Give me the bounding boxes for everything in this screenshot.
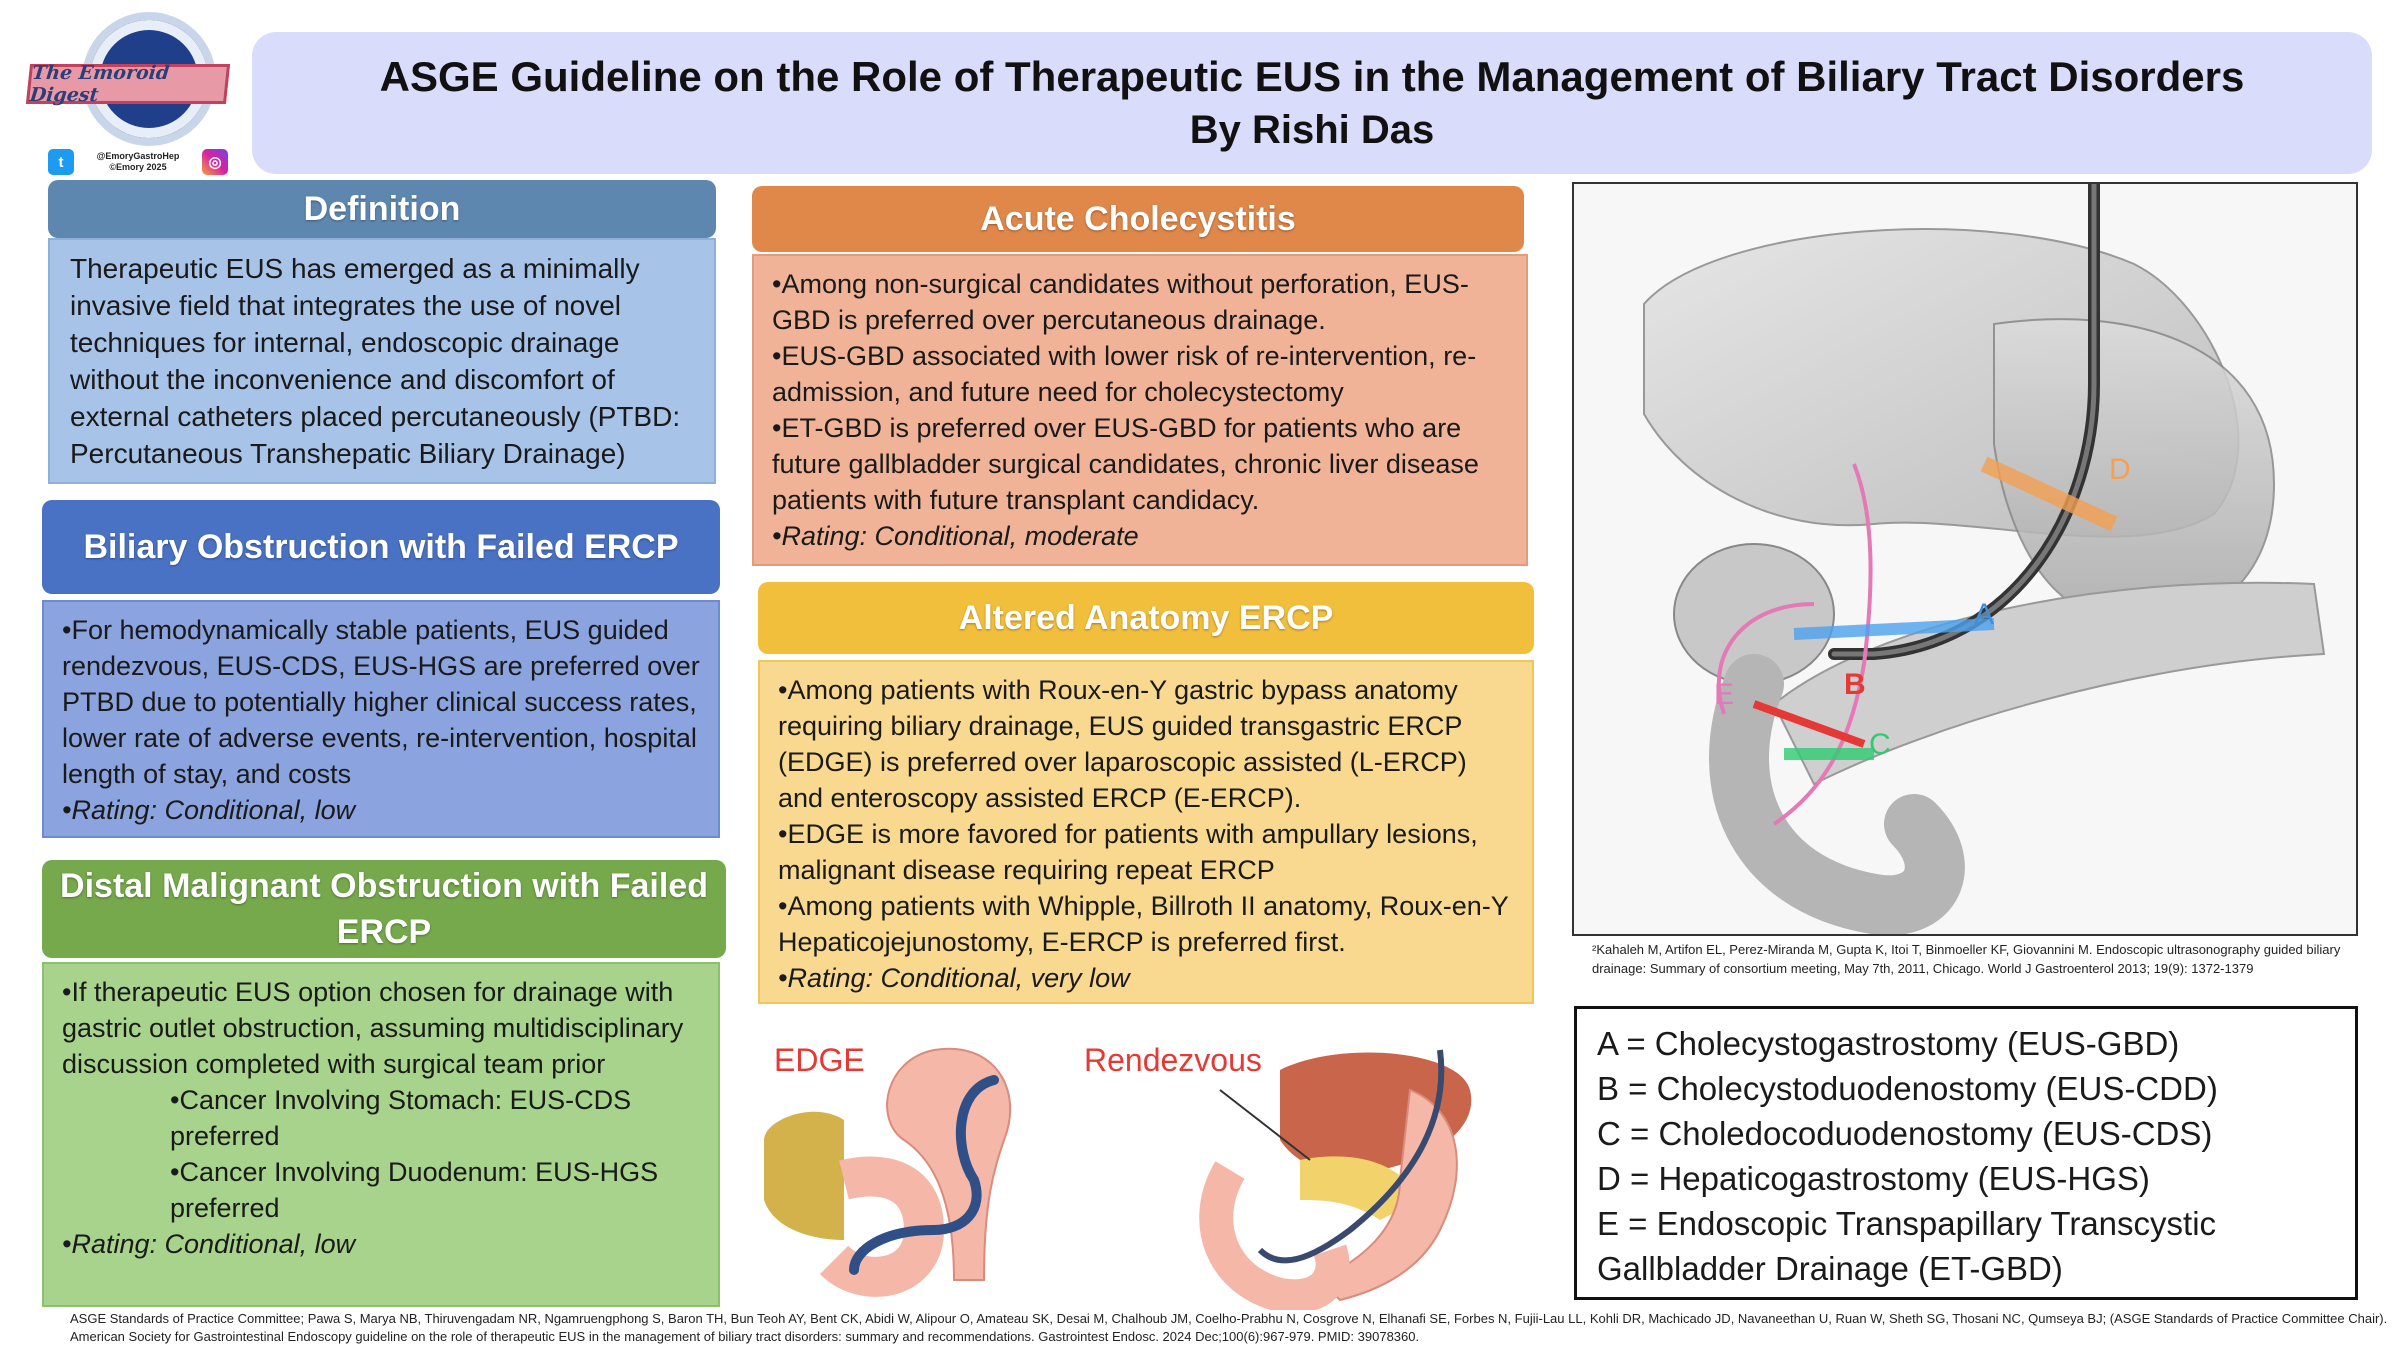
altered-rating: •Rating: Conditional, very low [778,963,1130,993]
acute-bullet-2: •EUS-GBD associated with lower risk of r… [772,341,1477,407]
rendezvous-duodenum [1199,1161,1350,1314]
distal-rating: •Rating: Conditional, low [62,1229,356,1259]
altered-anatomy-box: •Among patients with Roux-en-Y gastric b… [758,660,1534,1004]
label-c: C [1869,728,1891,761]
pancreas-shape [1772,581,2326,786]
rendezvous-figure: Rendezvous [1080,1030,1510,1314]
instagram-icon[interactable]: ◎ [202,149,228,175]
definition-box: Therapeutic EUS has emerged as a minimal… [48,238,716,484]
altered-bullet-2: •EDGE is more favored for patients with … [778,819,1478,885]
logo-social-row: t @EmoryGastroHep ©Emory 2025 ◎ [48,140,228,184]
poster-author: By Rishi Das [1189,108,1435,152]
edge-label: EDGE [774,1042,865,1078]
altered-anatomy-heading: Altered Anatomy ERCP [758,582,1534,654]
legend-item-a: A = Cholecystogastrostomy (EUS-GBD) [1597,1025,2180,1062]
label-a: A [1974,598,1994,631]
endoscope-inner [1831,181,2097,657]
biliary-obstruction-heading: Biliary Obstruction with Failed ERCP [42,500,720,594]
biliary-anatomy-figure: A B C D E [1572,178,2358,936]
edge-liver [764,1111,844,1240]
distal-sub-bullet-1: •Cancer Involving Stomach: EUS-CDS prefe… [170,1085,632,1151]
acute-bullet-3: •ET-GBD is preferred over EUS-GBD for pa… [772,413,1479,515]
label-b: B [1844,668,1866,701]
altered-bullet-1: •Among patients with Roux-en-Y gastric b… [778,675,1467,813]
stomach-shape [1993,318,2276,625]
acute-bullet-1: •Among non-surgical candidates without p… [772,269,1469,335]
legend-item-c: C = Choledocoduodenostomy (EUS-CDS) [1597,1115,2213,1152]
arrow-b [1752,700,1866,748]
rendezvous-scope [1257,1049,1445,1264]
twitter-icon[interactable]: t [48,149,74,175]
legend-item-e: E = Endoscopic Transpapillary Transcysti… [1597,1205,2217,1287]
emoroid-digest-logo: The Emoroid Digest t @EmoryGastroHep ©Em… [25,12,231,175]
label-d: D [2109,453,2131,486]
definition-text: Therapeutic EUS has emerged as a minimal… [70,253,681,469]
anatomy-illustration: A B C D E [1643,178,2326,936]
rendezvous-pancreas [1300,1156,1420,1220]
legend-item-d: D = Hepaticogastrostomy (EUS-HGS) [1597,1160,2150,1197]
acute-cholecystitis-heading: Acute Cholecystitis [752,186,1524,252]
title-banner: ASGE Guideline on the Role of Therapeuti… [252,32,2372,174]
label-e: E [1714,678,1734,711]
distal-sub-bullet-2: •Cancer Involving Duodenum: EUS-HGS pref… [170,1157,659,1223]
bile-duct-line [1772,463,1873,826]
biliary-obstruction-box: •For hemodynamically stable patients, EU… [42,600,720,838]
biliary-rating: •Rating: Conditional, low [62,795,356,825]
logo-handle-block: @EmoryGastroHep ©Emory 2025 [97,151,180,173]
edge-figure: EDGE [754,1030,1054,1300]
distal-malignant-box: •If therapeutic EUS option chosen for dr… [42,962,720,1307]
logo-handle: @EmoryGastroHep [96,151,180,161]
figure-citation: ²Kahaleh M, Artifon EL, Perez-Miranda M,… [1592,942,2341,976]
distal-bullet-1: •If therapeutic EUS option chosen for dr… [62,977,684,1079]
arrow-e [1716,602,1815,715]
procedure-legend: A = Cholecystogastrostomy (EUS-GBD) B = … [1574,1006,2358,1300]
edge-scope [849,1075,999,1275]
legend-item-b: B = Cholecystoduodenostomy (EUS-CDD) [1597,1070,2218,1107]
rendezvous-wire [1219,1089,1311,1161]
arrow-a [1793,618,1995,640]
biliary-bullet-1: •For hemodynamically stable patients, EU… [62,615,700,789]
references-footer: ASGE Standards of Practice Committee; Pa… [70,1311,2388,1344]
rendezvous-illustration [1199,1049,1472,1314]
acute-rating: •Rating: Conditional, moderate [772,521,1139,551]
distal-malignant-heading: Distal Malignant Obstruction with Failed… [42,860,726,958]
edge-illustration [764,1047,1012,1297]
arrow-d [1980,456,2118,532]
acute-cholecystitis-box: •Among non-surgical candidates without p… [752,254,1528,566]
edge-stomach [886,1047,1012,1281]
altered-bullet-3: •Among patients with Whipple, Billroth I… [778,891,1509,957]
rendezvous-label: Rendezvous [1084,1042,1262,1078]
logo-copyright: ©Emory 2025 [109,162,167,172]
duodenum-shape [1709,654,1965,936]
definition-heading: Definition [48,180,716,238]
poster-title: ASGE Guideline on the Role of Therapeuti… [379,53,2245,100]
logo-banner: The Emoroid Digest [25,62,231,106]
